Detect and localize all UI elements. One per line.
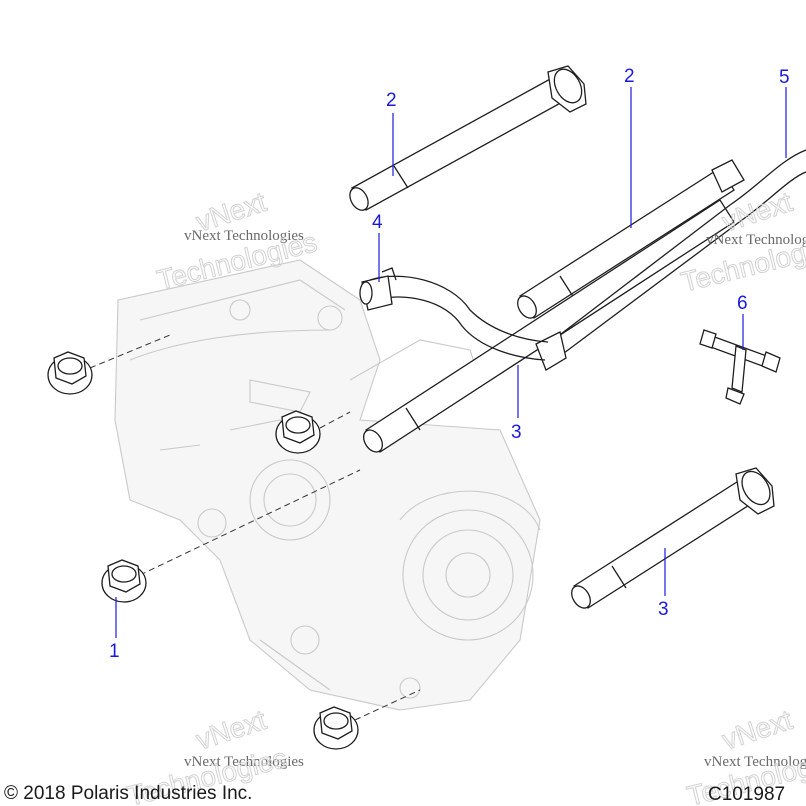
flange-nut-1 [47, 351, 93, 395]
leader-lines [115, 87, 787, 638]
watermark-brand: vNext [718, 704, 796, 756]
bolt-part-2-right [517, 167, 735, 319]
callout-2-right: 2 [624, 66, 635, 87]
callout-5: 5 [779, 67, 790, 88]
hose-part-4 [359, 267, 549, 361]
bolt-part-2-left [349, 65, 587, 211]
ghost-housing [114, 259, 541, 711]
watermark-text: vNext Technologies [706, 232, 806, 248]
watermark-text: vNext Technologies [184, 754, 304, 770]
tube-part-5 [535, 149, 806, 371]
callout-4: 4 [372, 212, 383, 233]
callout-6: 6 [737, 293, 748, 314]
callout-1: 1 [109, 641, 120, 662]
alignment-lines [89, 334, 421, 721]
flange-nut-4 [313, 706, 359, 750]
figure-id: C101987 [708, 784, 785, 805]
callout-3-lower: 3 [658, 599, 669, 620]
callout-3-upper: 3 [511, 422, 522, 443]
tee-fitting-part-6 [699, 329, 781, 405]
callouts: 2 2 5 4 6 3 3 1 [109, 66, 790, 662]
flange-nut-2 [275, 410, 321, 454]
watermark-text: vNext Technologies [704, 754, 806, 770]
bolt-part-3-long [362, 199, 735, 453]
callout-2-left: 2 [386, 90, 397, 111]
copyright-notice: © 2018 Polaris Industries Inc. [4, 783, 252, 804]
bolt-part-3-lower [571, 467, 775, 609]
watermark-brand: vNext [718, 186, 796, 238]
flange-nut-3 [101, 559, 147, 603]
watermark-text: vNext Technologies [184, 228, 304, 244]
